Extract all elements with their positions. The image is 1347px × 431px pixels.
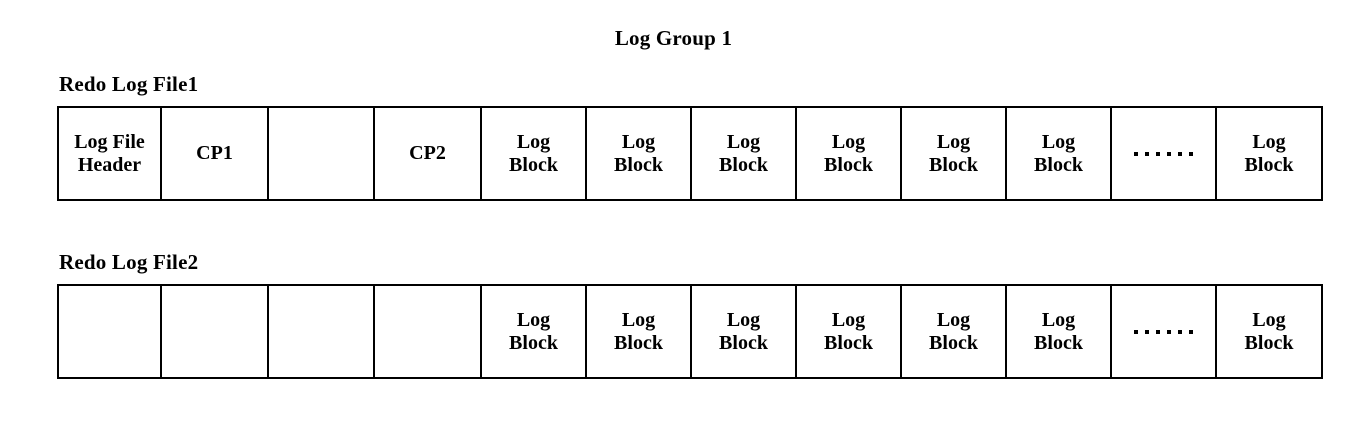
block-cell-log-block-3: Log Block xyxy=(692,108,797,199)
log-file-2-block-row: Log Block Log Block Log Block Log Block xyxy=(57,284,1323,379)
block-cell-empty-4 xyxy=(375,286,482,377)
block-cell-empty-1 xyxy=(59,286,162,377)
block-cell-log-block-5: Log Block xyxy=(902,286,1007,377)
ellipsis-icon xyxy=(1134,151,1193,156)
block-cell-log-block-6: Log Block xyxy=(1007,286,1112,377)
block-cell-line2: Block xyxy=(1034,331,1083,354)
block-cell-line2: Header xyxy=(77,153,142,176)
block-cell-line1: Log xyxy=(1252,309,1286,332)
block-cell-ellipsis xyxy=(1112,108,1217,199)
block-cell-cp2: CP2 xyxy=(375,108,482,199)
block-cell-line1: Log xyxy=(1252,131,1286,154)
block-cell-log-block-4: Log Block xyxy=(797,286,902,377)
log-file-1-block-row: Log File Header CP1 CP2 Log Block xyxy=(57,106,1323,201)
block-cell-line2: Block xyxy=(824,153,873,176)
block-cell-line1: Log xyxy=(516,309,551,332)
block-cell-line2: Block xyxy=(719,153,768,176)
block-cell-line2: Block xyxy=(1244,153,1294,176)
log-file-section-1: Redo Log File1 Log File Header CP1 CP2 xyxy=(57,72,1323,201)
block-cell-empty-2 xyxy=(162,286,269,377)
block-cell-line1: Log xyxy=(621,131,656,154)
block-cell-line1: Log xyxy=(936,309,971,332)
block-cell-line1: CP1 xyxy=(196,142,233,165)
block-cell-log-block-2: Log Block xyxy=(587,108,692,199)
log-file-1-label: Redo Log File1 xyxy=(59,72,199,96)
block-cell-line1: Log xyxy=(831,309,866,332)
block-cell-log-block-3: Log Block xyxy=(692,286,797,377)
log-file-2-label: Redo Log File2 xyxy=(59,250,199,274)
block-cell-line1: Log xyxy=(621,309,656,332)
block-cell-log-block-2: Log Block xyxy=(587,286,692,377)
block-cell-line1: Log File xyxy=(74,131,145,154)
block-cell-log-file-header: Log File Header xyxy=(59,108,162,199)
block-cell-line2: Block xyxy=(824,331,873,354)
block-cell-empty-1 xyxy=(269,108,375,199)
block-cell-ellipsis xyxy=(1112,286,1217,377)
block-cell-line2: Block xyxy=(509,331,558,354)
block-cell-line2: Block xyxy=(929,331,978,354)
block-cell-line1: Log xyxy=(1041,309,1076,332)
block-cell-line2: Block xyxy=(509,153,558,176)
block-cell-line2: Block xyxy=(614,331,663,354)
ellipsis-icon xyxy=(1134,329,1193,334)
block-cell-log-block-5: Log Block xyxy=(902,108,1007,199)
block-cell-line1: Log xyxy=(726,131,761,154)
block-cell-line1: Log xyxy=(1041,131,1076,154)
block-cell-empty-3 xyxy=(269,286,375,377)
block-cell-log-block-4: Log Block xyxy=(797,108,902,199)
log-file-section-2: Redo Log File2 Log Block xyxy=(57,250,1323,379)
block-cell-line2: Block xyxy=(1034,153,1083,176)
block-cell-line2: Block xyxy=(929,153,978,176)
block-cell-log-block-last: Log Block xyxy=(1217,108,1321,199)
block-cell-log-block-last: Log Block xyxy=(1217,286,1321,377)
block-cell-line1: Log xyxy=(831,131,866,154)
block-cell-line2: Block xyxy=(719,331,768,354)
block-cell-line1: Log xyxy=(936,131,971,154)
block-cell-log-block-1: Log Block xyxy=(482,108,587,199)
block-cell-line2: Block xyxy=(614,153,663,176)
block-cell-line1: Log xyxy=(726,309,761,332)
block-cell-line1: Log xyxy=(516,131,551,154)
diagram-title: Log Group 1 xyxy=(614,26,733,50)
block-cell-line2: Block xyxy=(1244,331,1294,354)
block-cell-line1: CP2 xyxy=(409,142,446,165)
block-cell-cp1: CP1 xyxy=(162,108,269,199)
block-cell-log-block-1: Log Block xyxy=(482,286,587,377)
block-cell-log-block-6: Log Block xyxy=(1007,108,1112,199)
